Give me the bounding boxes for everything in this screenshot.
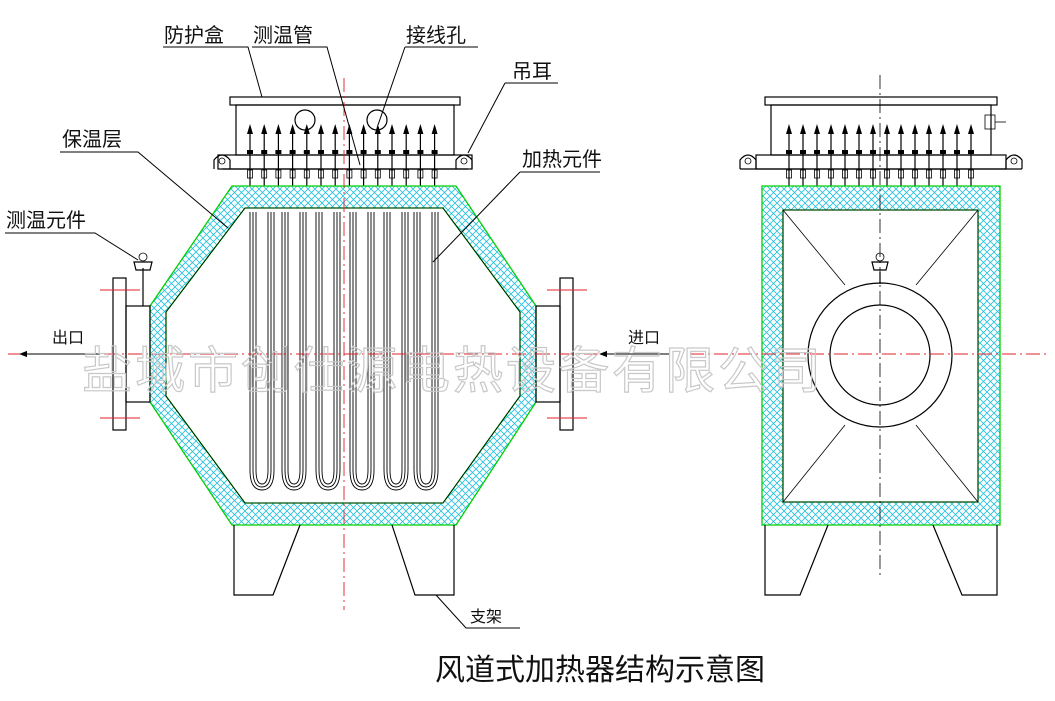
terminal-pin [870, 124, 876, 186]
heating-element-loop [281, 212, 307, 491]
terminal-pin [332, 124, 339, 186]
temp-tube-circle-right [366, 109, 388, 131]
leader-lines [5, 46, 600, 629]
terminal-pin [417, 124, 424, 186]
heating-element-loop [349, 212, 375, 491]
side-support-legs [764, 524, 998, 596]
terminal-pin [842, 124, 848, 186]
heating-element-loop [315, 212, 341, 491]
terminal-pin [940, 124, 946, 186]
label-heating-element: 加热元件 [522, 147, 602, 171]
terminal-pin [912, 124, 918, 186]
label-temp-tube: 测温管 [253, 23, 313, 47]
side-view [690, 75, 1050, 596]
terminal-pin [898, 124, 904, 186]
terminal-pin [828, 124, 834, 186]
temp-tube-circle-left [294, 109, 316, 131]
front-view [8, 78, 670, 610]
side-bracing [782, 209, 979, 503]
terminal-pin [261, 124, 268, 186]
heating-element-loop [413, 212, 439, 491]
label-wiring-hole: 接线孔 [406, 23, 466, 47]
side-lifting-lug-right [1005, 154, 1023, 169]
lifting-lug-left [213, 154, 231, 169]
terminal-pin [786, 124, 792, 186]
terminal-pin [360, 124, 367, 186]
label-lifting-lug: 吊耳 [512, 59, 552, 83]
support-legs [233, 524, 455, 596]
terminal-pin [374, 124, 381, 186]
watermark: 盐城市创仕源电热设备有限公司 [82, 342, 824, 400]
heating-element-loop [249, 212, 275, 491]
terminal-pin [814, 124, 820, 186]
terminal-pin [389, 124, 395, 186]
label-insulation-layer: 保温层 [62, 127, 122, 151]
label-inlet: 进口 [628, 328, 660, 347]
terminal-pin [275, 124, 282, 186]
terminal-pin [884, 124, 890, 186]
terminal-pin [856, 124, 862, 186]
terminal-pin [800, 124, 806, 186]
terminal-pin [247, 124, 253, 186]
label-protective-box: 防护盒 [164, 23, 224, 47]
terminal-pin [289, 124, 296, 186]
temp-sensor-element [133, 252, 153, 306]
terminal-pin [318, 124, 324, 186]
label-outlet: 出口 [52, 328, 84, 347]
terminal-pin [968, 124, 974, 186]
heating-elements [249, 212, 439, 491]
terminal-pin [403, 124, 410, 186]
terminal-pin [431, 124, 438, 186]
terminal-pin [926, 124, 932, 186]
heating-element-loop [383, 212, 409, 491]
side-terminal-pins [786, 124, 974, 186]
diagram-title: 风道式加热器结构示意图 [435, 653, 765, 688]
terminal-pin [303, 124, 310, 186]
side-lifting-lug-left [739, 154, 757, 169]
terminal-pins [247, 124, 438, 186]
label-temp-sensor: 测温元件 [6, 208, 86, 232]
terminal-pin [954, 124, 960, 186]
lifting-lug-right [455, 154, 473, 169]
label-support: 支架 [470, 607, 502, 626]
